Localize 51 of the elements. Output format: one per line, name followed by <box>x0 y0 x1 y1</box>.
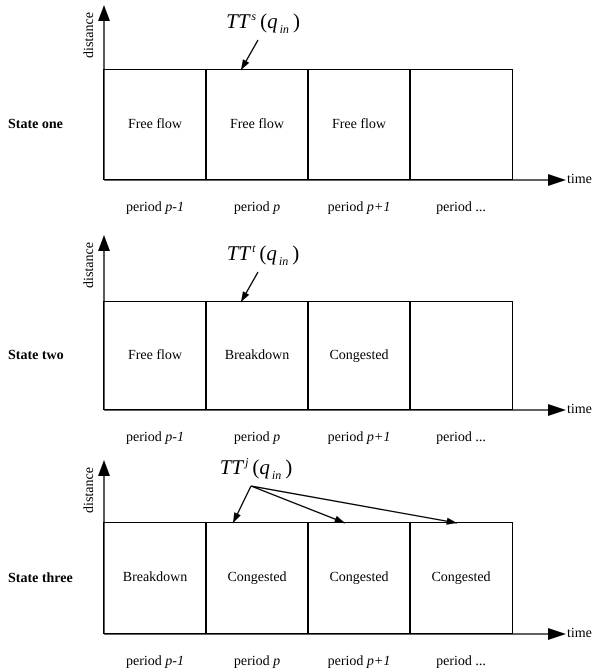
state-label: State three <box>8 570 73 586</box>
period-cell <box>307 522 411 634</box>
state-label: State one <box>8 117 63 133</box>
period-label: period p-1 <box>126 200 184 216</box>
arrow <box>250 485 346 524</box>
travel-time-formula: TT$^{t}$(q$_{in}$) <box>226 240 300 270</box>
period-cell <box>307 69 411 180</box>
state-text: Congested <box>329 348 389 364</box>
period-cell <box>307 301 411 410</box>
period-cell <box>205 522 309 634</box>
period-cell <box>103 301 207 410</box>
period-cell <box>409 522 513 634</box>
period-label: period ... <box>436 430 486 446</box>
period-label: period p+1 <box>328 430 390 446</box>
axis-label: time <box>567 172 592 188</box>
period-cell <box>103 522 207 634</box>
period-label: period p <box>234 654 280 670</box>
arrow <box>240 40 259 70</box>
period-label: period p-1 <box>126 430 184 446</box>
state-text: Free flow <box>332 116 386 133</box>
axis-label: distance <box>82 467 98 513</box>
state-text: Free flow <box>128 116 182 133</box>
state-text: Free flow <box>128 348 182 364</box>
axis-label: time <box>567 626 592 642</box>
state-text: Breakdown <box>122 570 188 586</box>
travel-time-formula: TT$^{s}$(q$_{in}$) <box>226 8 300 38</box>
period-cell <box>409 301 513 410</box>
period-label: period p <box>234 200 280 216</box>
arrow <box>232 486 252 524</box>
arrow <box>250 485 458 525</box>
period-label: period ... <box>436 654 486 670</box>
state-text: Congested <box>227 570 287 586</box>
axis-label: distance <box>82 242 98 288</box>
travel-time-formula: TT$^{j}$(q$_{in}$) <box>220 454 292 484</box>
period-cell <box>205 69 309 180</box>
period-label: period p <box>234 430 280 446</box>
arrow <box>240 272 259 302</box>
period-label: period p+1 <box>328 200 390 216</box>
state-label: State two <box>8 348 64 364</box>
state-text: Free flow <box>230 116 284 133</box>
period-label: period p+1 <box>328 654 390 670</box>
state-text: Congested <box>329 570 389 586</box>
state-text: Congested <box>431 570 491 586</box>
axis-label: distance <box>82 12 98 58</box>
period-cell <box>205 301 309 410</box>
period-cell <box>103 69 207 180</box>
period-label: period ... <box>436 200 486 216</box>
period-cell <box>409 69 513 180</box>
axis-label: time <box>567 402 592 418</box>
period-label: period p-1 <box>126 654 184 670</box>
state-text: Breakdown <box>224 348 290 364</box>
